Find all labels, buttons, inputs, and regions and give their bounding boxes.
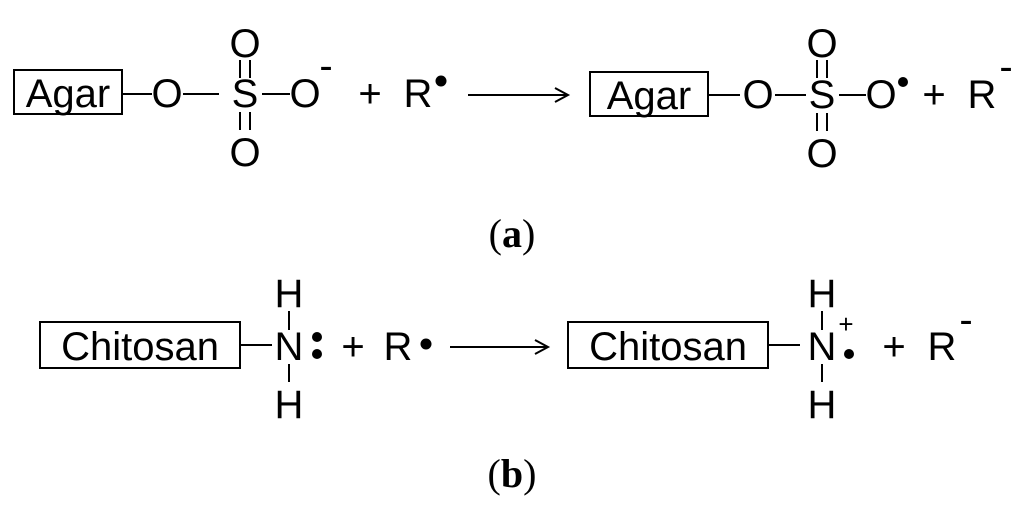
reaction-b: Chitosan N H H + R Chitosan N + H H + R … [39,272,973,496]
chitosan-product-box [567,321,769,369]
hydrogen-atom-top-product: H [808,272,837,316]
reaction-arrow-head [534,339,551,355]
radical-r: R [404,72,433,116]
agar-box [13,69,123,115]
radical-r: R [384,325,413,369]
caption-b: (b) [488,451,537,496]
radical-dot-product [844,349,854,359]
oxygen-atom: O [151,72,182,116]
plus-sign-product: + [882,325,905,369]
chitosan-product-label: Chitosan [589,325,747,369]
positive-charge: + [838,309,853,339]
negative-charge-product: - [999,45,1012,89]
nitrogen-atom: N [275,325,304,369]
reaction-arrow-head [554,87,571,103]
oxygen-atom-top: O [229,22,260,66]
negative-charge-product: - [959,298,972,342]
oxygen-atom-end: O [289,72,320,116]
negative-charge: - [319,44,332,88]
hydrogen-atom-bottom-product: H [808,383,837,427]
r-anion: R [968,73,997,117]
chitosan-box [39,321,241,369]
lone-pair-dot-top [312,332,322,342]
plus-sign-product: + [922,73,945,117]
radical-dot [420,338,432,350]
sulfur-atom-product: S [809,73,836,117]
agar-product-box [589,71,709,117]
oxygen-atom-bottom-product: O [806,132,837,176]
oxygen-atom-product: O [742,73,773,117]
r-anion: R [928,325,957,369]
sulfur-atom: S [232,72,259,116]
agar-product-label: Agar [607,74,692,118]
plus-sign: + [358,72,381,116]
lone-pair-dot-bottom [312,349,322,359]
oxygen-atom-top-product: O [806,22,837,66]
chitosan-label: Chitosan [61,325,219,369]
caption-a: (a) [489,211,536,256]
hydrogen-atom-bottom: H [275,383,304,427]
oxygen-radical-product: O [865,73,896,117]
oxygen-atom-bottom: O [229,131,260,175]
reaction-a: Agar O S O O O - + R Agar O S O O O [13,22,1013,256]
radical-dot [435,75,447,87]
radical-dot-product [898,77,908,87]
nitrogen-atom-product: N [808,325,837,369]
hydrogen-atom-top: H [275,272,304,316]
plus-sign: + [341,325,364,369]
agar-label: Agar [26,72,111,116]
